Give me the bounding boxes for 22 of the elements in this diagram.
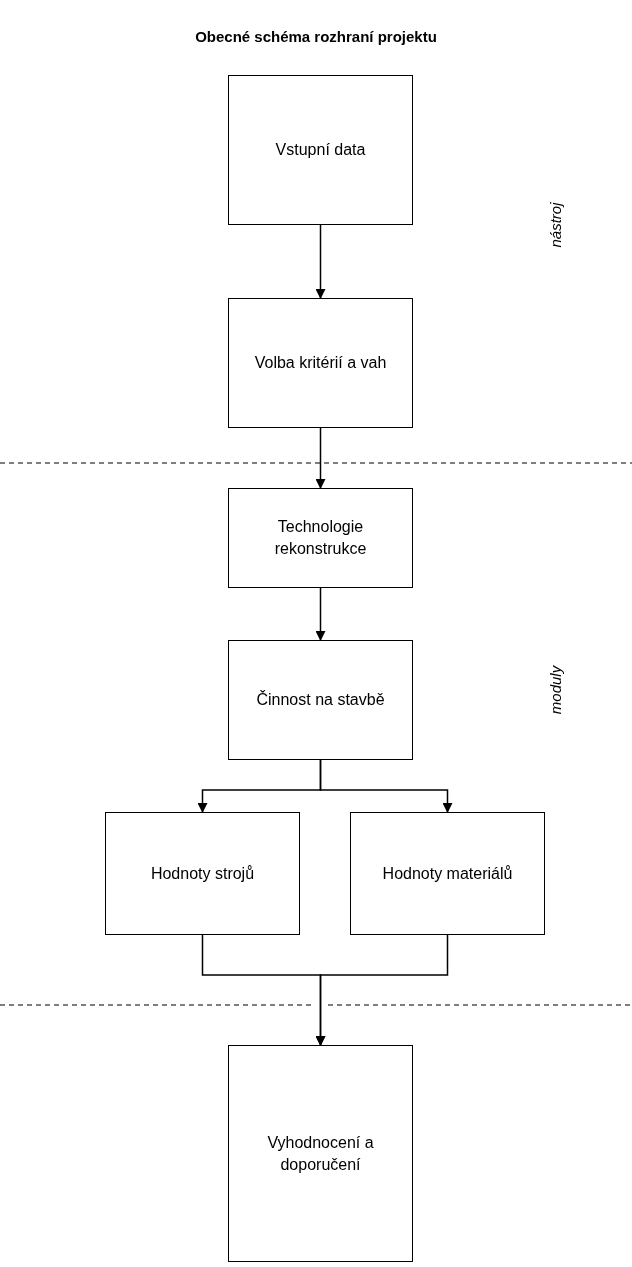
box-label: Technologie rekonstrukce [273,517,368,559]
diagram-title: Obecné schéma rozhraní projektu [194,28,438,45]
process-box [350,812,545,935]
arrow [315,934,449,1046]
process-box [228,1045,413,1262]
box-label: Činnost na stavbě [256,689,385,711]
process-box [228,298,413,428]
box-label: Vyhodnocení a doporučení [266,1132,375,1175]
arrow [315,224,326,299]
box-label: Hodnoty materiálů [382,863,513,884]
box-label: Hodnoty strojů [150,863,255,884]
arrow [315,587,326,641]
process-box [228,75,413,225]
process-box [105,812,300,935]
box-label: Volba kritérií a vah [254,353,387,374]
section-label: moduly [546,665,564,715]
arrow [315,427,326,489]
process-box [228,640,413,760]
process-box [228,488,413,588]
box-label: Vstupní data [275,140,366,161]
arrow [319,759,453,813]
section-label: nástroj [546,202,564,248]
